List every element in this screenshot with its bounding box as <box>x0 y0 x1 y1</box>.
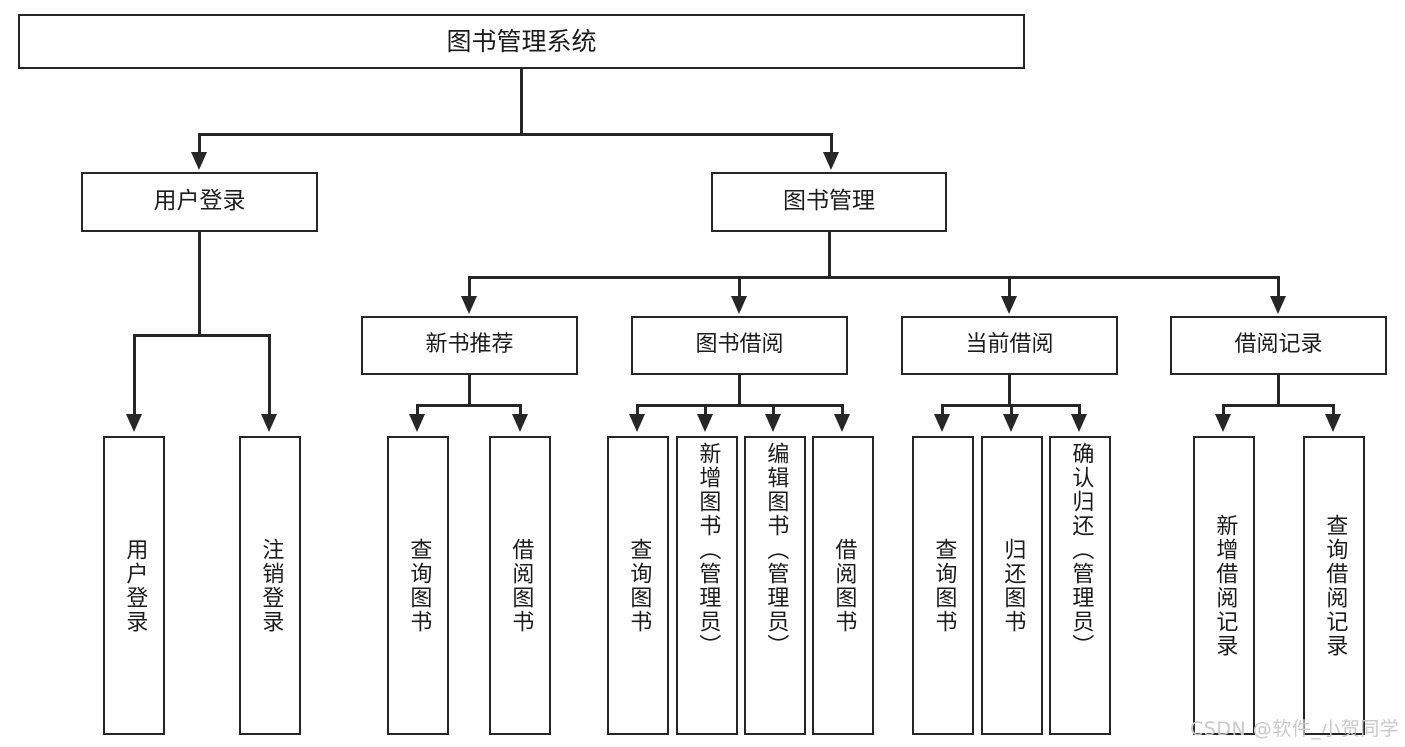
leaf-label: 编辑图书（管理员） <box>763 442 789 658</box>
leaf-query-book-borrow[interactable]: 查询图书 <box>607 436 669 735</box>
arrowhead-leaf-query-record <box>1325 414 1341 432</box>
connector-to-borrow-record <box>1277 276 1280 298</box>
connector-bb-child-4 <box>841 404 844 416</box>
leaf-label: 归还图书 <box>1000 537 1026 634</box>
connector-bb-child-3 <box>772 404 775 416</box>
connector-bb-child-2 <box>704 404 707 416</box>
leaf-label: 借阅图书 <box>508 537 534 634</box>
arrowhead-leaf-edit-book <box>765 414 781 432</box>
node-label: 当前借阅 <box>965 332 1054 358</box>
connector-user-login-child-2 <box>268 334 271 416</box>
leaf-user-login[interactable]: 用户登录 <box>103 436 165 735</box>
arrowhead-current-borrow <box>1001 296 1017 314</box>
node-current-borrow[interactable]: 当前借阅 <box>901 316 1118 375</box>
connector-book-management-stem <box>828 232 831 277</box>
leaf-query-borrow-record[interactable]: 查询借阅记录 <box>1303 436 1365 735</box>
connector-cb-child-3 <box>1078 404 1081 416</box>
leaf-label: 注销登录 <box>258 537 284 634</box>
node-new-book-recommend[interactable]: 新书推荐 <box>361 316 578 375</box>
connector-bb-child-1 <box>636 404 639 416</box>
leaf-return-book[interactable]: 归还图书 <box>981 436 1043 735</box>
connector-user-login-child-1 <box>133 334 136 416</box>
arrowhead-book-borrow <box>731 296 747 314</box>
connector-new-book-recommend-stem <box>468 375 471 405</box>
node-label: 新书推荐 <box>425 332 514 358</box>
watermark-text: CSDN @软件_小贺同学 <box>1190 718 1400 740</box>
connector-cb-child-2 <box>1010 404 1013 416</box>
node-user-login[interactable]: 用户登录 <box>81 172 318 232</box>
node-label: 图书借阅 <box>695 332 784 358</box>
arrowhead-borrow-record <box>1270 296 1286 314</box>
leaf-logout[interactable]: 注销登录 <box>239 436 301 735</box>
arrowhead-book-management <box>823 152 839 170</box>
node-book-borrow[interactable]: 图书借阅 <box>631 316 848 375</box>
arrowhead-leaf-query-book-2 <box>629 414 645 432</box>
connector-book-borrow-bus <box>636 404 844 407</box>
node-borrow-record[interactable]: 借阅记录 <box>1170 316 1387 375</box>
node-label: 借阅记录 <box>1234 332 1323 358</box>
leaf-label: 查询图书 <box>626 537 652 634</box>
arrowhead-leaf-query-book-3 <box>934 414 950 432</box>
arrowhead-leaf-confirm-return <box>1071 414 1087 432</box>
connector-to-new-book-recommend <box>468 276 471 298</box>
leaf-label: 借阅图书 <box>831 537 857 634</box>
arrowhead-leaf-logout <box>261 414 277 432</box>
connector-br-child-1 <box>1222 404 1225 416</box>
leaf-label: 查询借阅记录 <box>1322 513 1348 658</box>
leaf-label: 用户登录 <box>122 537 148 634</box>
connector-borrow-record-bus <box>1222 404 1335 407</box>
connector-to-user-login <box>198 133 201 155</box>
connector-current-borrow-stem <box>1008 375 1011 405</box>
connector-root-stem <box>520 69 523 134</box>
node-label: 图书管理 <box>783 188 875 215</box>
arrowhead-leaf-return-book <box>1003 414 1019 432</box>
connector-borrow-record-stem <box>1277 375 1280 405</box>
leaf-label: 新增借阅记录 <box>1212 513 1238 658</box>
arrowhead-leaf-borrow-book-2 <box>834 414 850 432</box>
connector-to-book-management <box>830 133 833 155</box>
leaf-borrow-book-new-recommend[interactable]: 借阅图书 <box>489 436 551 735</box>
connector-new-book-recommend-bus <box>416 404 522 407</box>
leaf-add-borrow-record[interactable]: 新增借阅记录 <box>1193 436 1255 735</box>
arrowhead-user-login <box>191 152 207 170</box>
connector-level3-bus <box>468 276 1280 279</box>
node-book-management[interactable]: 图书管理 <box>711 172 947 232</box>
arrowhead-leaf-user-login <box>126 414 142 432</box>
leaf-label: 新增图书（管理员） <box>695 442 721 658</box>
leaf-label: 确认归还（管理员） <box>1068 442 1094 658</box>
leaf-label: 查询图书 <box>406 537 432 634</box>
connector-to-book-borrow <box>738 276 741 298</box>
arrowhead-leaf-borrow-book-1 <box>512 414 528 432</box>
leaf-add-book-admin[interactable]: 新增图书（管理员） <box>676 436 738 735</box>
leaf-edit-book-admin[interactable]: 编辑图书（管理员） <box>744 436 806 735</box>
leaf-label: 查询图书 <box>931 537 957 634</box>
node-root-book-management-system[interactable]: 图书管理系统 <box>18 14 1025 69</box>
arrowhead-leaf-add-book <box>697 414 713 432</box>
connector-to-current-borrow <box>1008 276 1011 298</box>
connector-user-login-bus <box>133 334 271 337</box>
connector-user-login-stem <box>198 232 201 335</box>
connector-nbr-child-1 <box>416 404 419 416</box>
connector-book-borrow-stem <box>738 375 741 405</box>
connector-cb-child-1 <box>941 404 944 416</box>
connector-br-child-2 <box>1332 404 1335 416</box>
arrowhead-new-book-recommend <box>461 296 477 314</box>
leaf-confirm-return-admin[interactable]: 确认归还（管理员） <box>1049 436 1111 735</box>
csdn-watermark: CSDN @软件_小贺同学 <box>1190 714 1399 741</box>
leaf-borrow-book[interactable]: 借阅图书 <box>812 436 874 735</box>
arrowhead-leaf-query-book-1 <box>409 414 425 432</box>
leaf-query-book-new-recommend[interactable]: 查询图书 <box>387 436 449 735</box>
leaf-query-book-current[interactable]: 查询图书 <box>912 436 974 735</box>
node-label: 用户登录 <box>153 188 246 215</box>
connector-level2-bus <box>198 133 833 136</box>
node-label: 图书管理系统 <box>446 26 597 56</box>
arrowhead-leaf-add-record <box>1215 414 1231 432</box>
connector-nbr-child-2 <box>519 404 522 416</box>
